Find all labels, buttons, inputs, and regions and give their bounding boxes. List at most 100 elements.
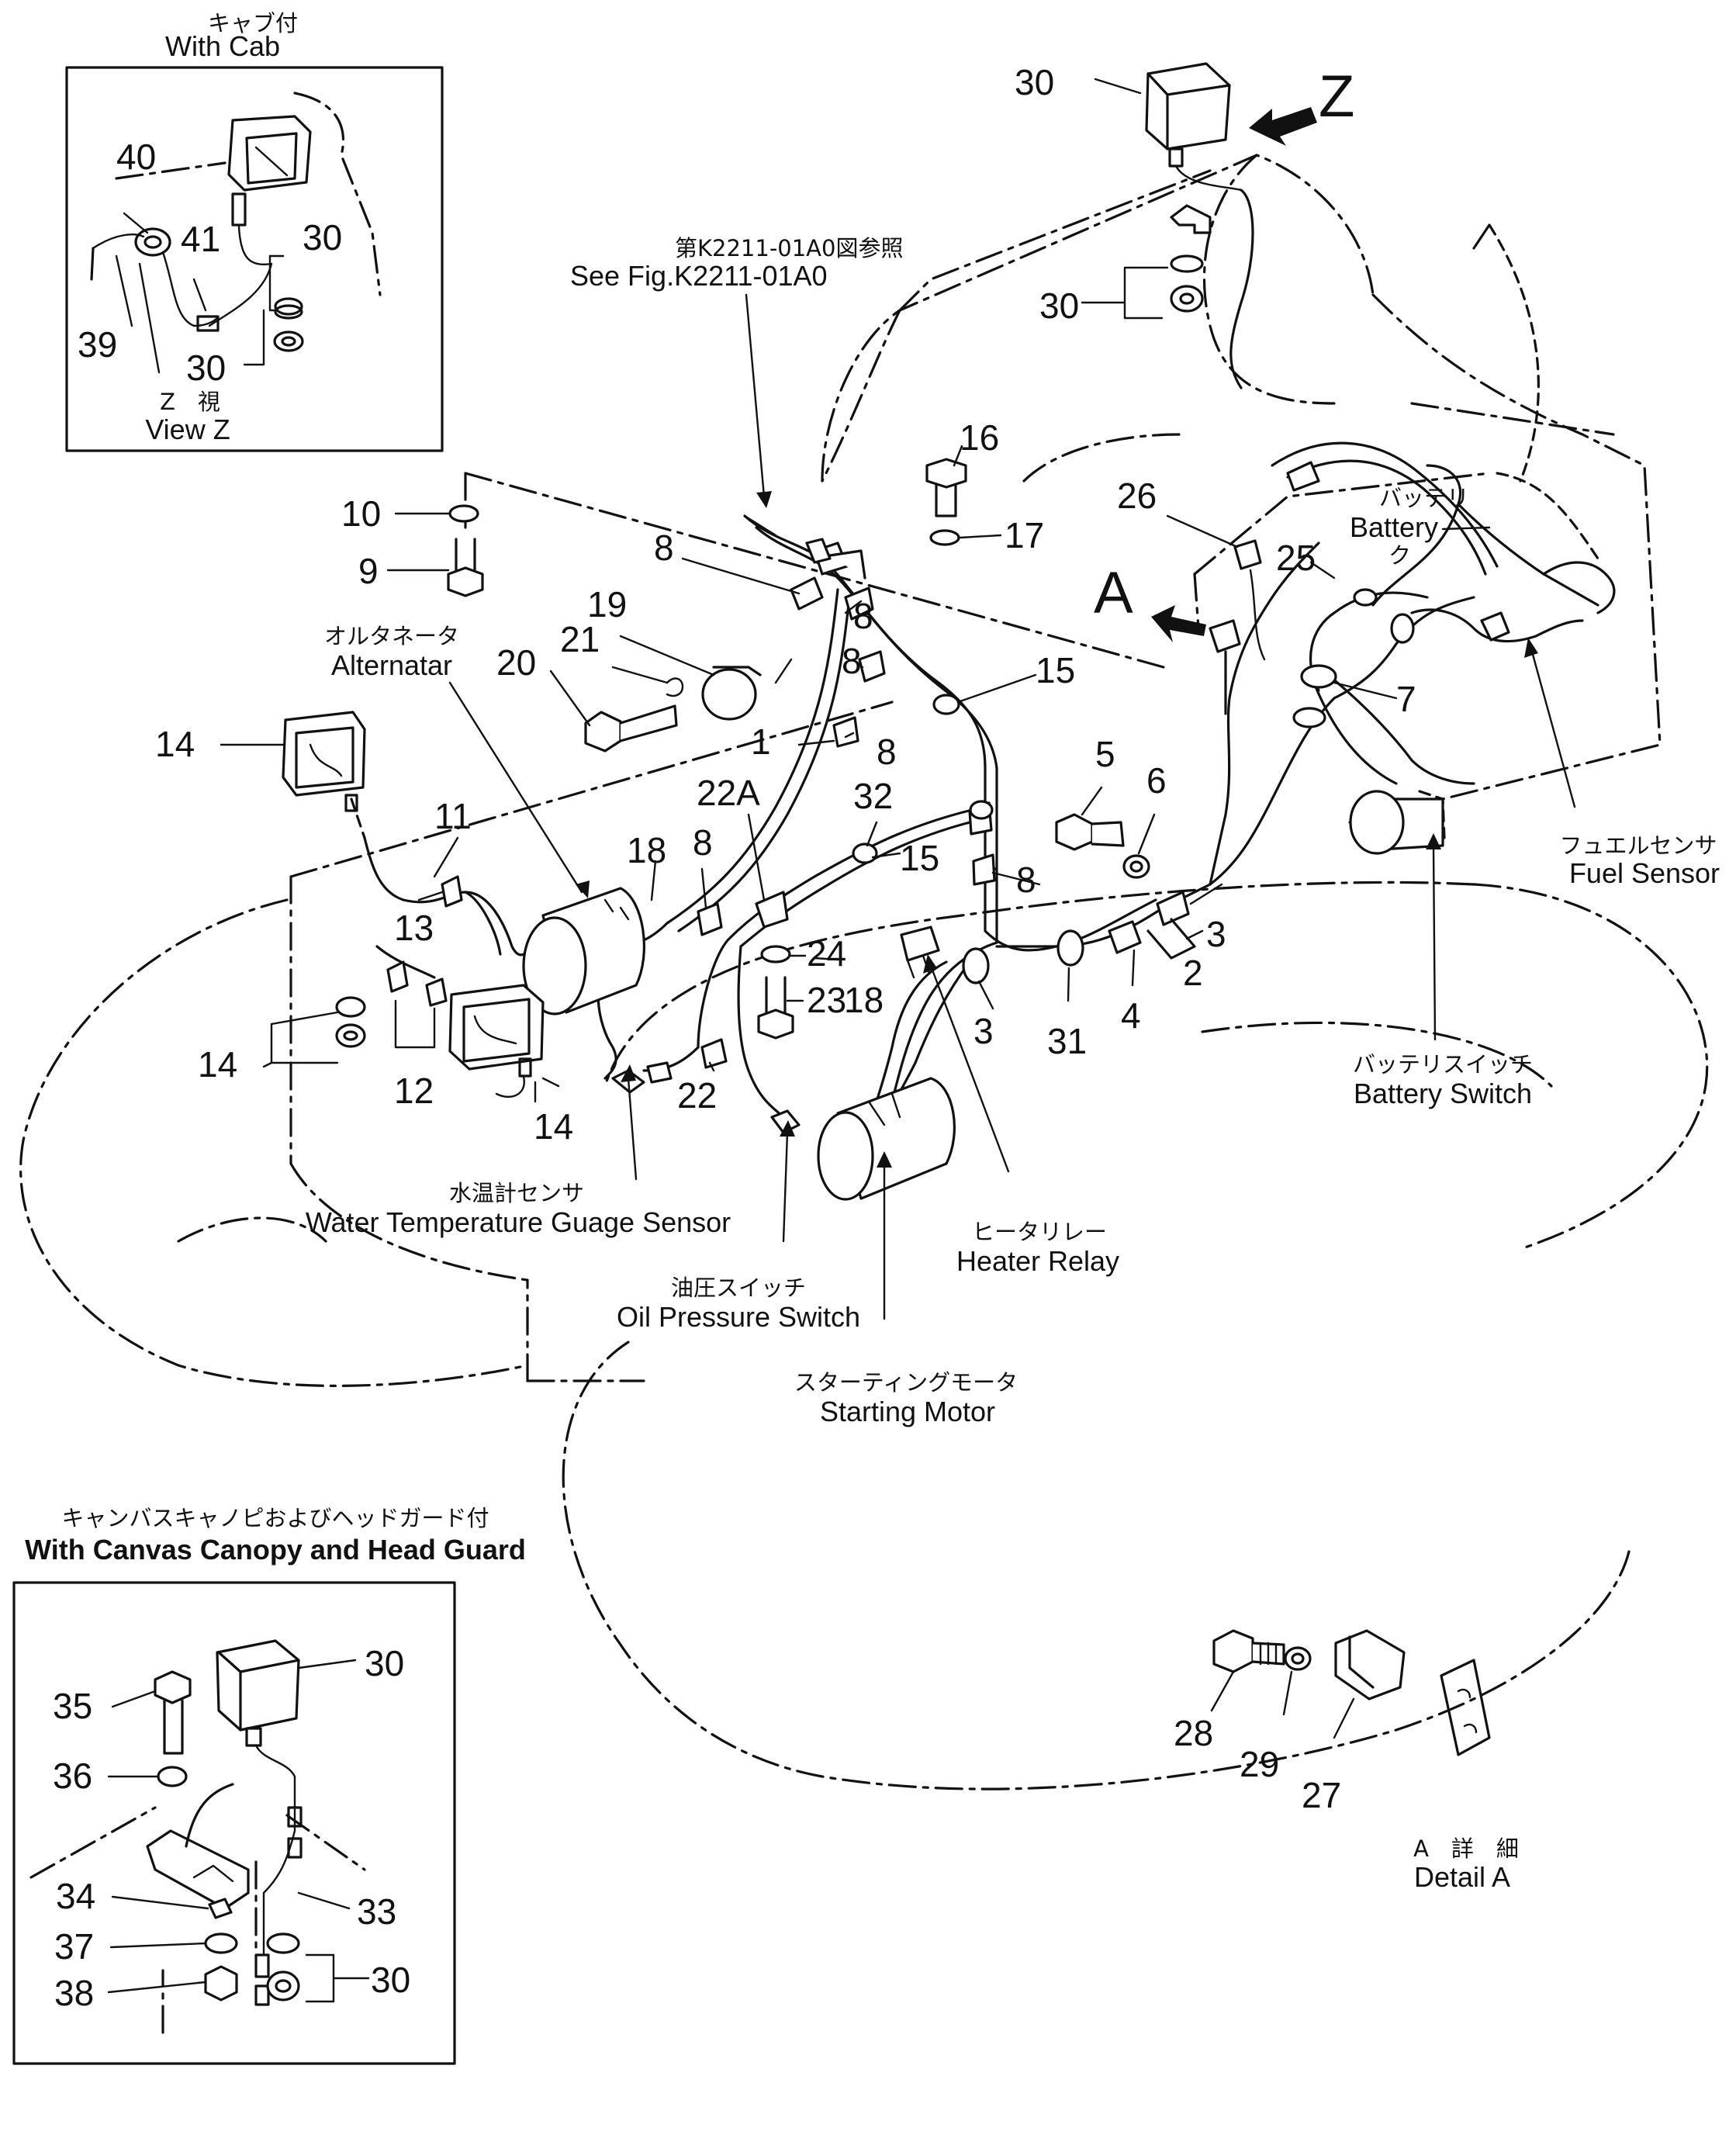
callout-17: 17: [1005, 515, 1044, 555]
oil-pressure-label-jp: 油圧スイッチ: [671, 1275, 806, 1301]
with-cab-title-jp: キャブ付: [208, 10, 298, 36]
water-temp-label-en: Water Temperature Guage Sensor: [306, 1206, 731, 1238]
heater-relay-label-jp: ヒータリレー: [972, 1219, 1107, 1245]
callout-13: 13: [394, 908, 434, 948]
callout-30-cab-b: 30: [186, 348, 226, 388]
lamp-14b-icon: [448, 984, 545, 1098]
callout-41: 41: [181, 219, 220, 259]
arrow-a-icon: [1151, 605, 1206, 642]
callout-9: 9: [358, 551, 379, 591]
starting-motor-icon: [817, 1077, 956, 1201]
callout-2: 2: [1183, 953, 1203, 993]
detail-a: 28 29 27 A 詳 細 Detail A: [1174, 1629, 1519, 1893]
callout-16: 16: [960, 417, 999, 458]
callout-30-cab-a: 30: [303, 217, 342, 258]
marker-a: A: [1094, 560, 1133, 626]
callout-26: 26: [1117, 476, 1157, 516]
grommet-icon: [134, 227, 171, 257]
battery-switch-label-jp: バッテリスイッチ: [1353, 1051, 1533, 1078]
callout-15-b: 15: [900, 838, 939, 878]
reference-jp: 第K2211-01A0図参照: [675, 235, 903, 261]
callout-6: 6: [1146, 760, 1167, 801]
leader-lines: [220, 445, 1576, 1320]
reference-en: See Fig.K2211-01A0: [570, 260, 828, 292]
callout-4: 4: [1121, 995, 1141, 1036]
fuel-sensor-icon: [1480, 611, 1510, 642]
alternator-icon: [522, 887, 645, 1015]
callout-10: 10: [341, 493, 381, 534]
bolt-5-icon: [1055, 813, 1150, 879]
callout-30-canopy-a: 30: [365, 1643, 404, 1683]
view-z-en: View Z: [145, 413, 230, 445]
callout-30-top: 30: [1015, 62, 1054, 102]
battery-switch-icon: [1349, 790, 1446, 855]
callout-14-c: 14: [534, 1106, 573, 1147]
callout-38: 38: [54, 1973, 94, 2013]
callout-8-c: 8: [842, 641, 862, 681]
callout-22: 22: [677, 1075, 717, 1116]
battery-label-extra: ク: [1388, 542, 1411, 569]
relay-26-icon: [1233, 539, 1266, 661]
component-labels: オルタネータ Alternatar バッテリ Battery ク フュエルセンサ…: [306, 485, 1720, 1427]
lamp-icon: [227, 115, 312, 227]
callout-37: 37: [54, 1926, 94, 1967]
view-z-jp: Z 視: [160, 389, 220, 415]
callout-30-mid: 30: [1039, 285, 1079, 326]
bolt-icon: [584, 704, 678, 753]
bolt-9-icon: [447, 504, 484, 597]
callout-8-d: 8: [877, 732, 897, 772]
callout-5: 5: [1095, 734, 1115, 774]
detail-a-label-en: Detail A: [1414, 1861, 1510, 1893]
with-cab-title-en: With Cab: [165, 30, 280, 62]
starting-motor-label-en: Starting Motor: [820, 1396, 995, 1427]
callout-15-a: 15: [1036, 650, 1075, 690]
battery-switch-label-en: Battery Switch: [1354, 1078, 1532, 1109]
callout-7: 7: [1396, 679, 1416, 719]
callout-8-e: 8: [1016, 860, 1036, 900]
water-temp-sensor-icon: [611, 1061, 673, 1094]
callout-33: 33: [357, 1891, 396, 1932]
callout-24: 24: [807, 933, 846, 974]
callout-35: 35: [53, 1686, 92, 1726]
callouts: 16 17 26 25 10 9 8 8 8 8 8 19 21 20 15 1…: [155, 417, 1416, 1147]
marker-z: Z: [1319, 64, 1354, 130]
inset-with-cab: キャブ付 With Cab 40 41 30: [65, 10, 444, 452]
fuel-sensor-label-jp: フュエルセンサ: [1559, 832, 1717, 859]
alternator-label-en: Alternatar: [331, 649, 452, 681]
callout-21: 21: [560, 619, 600, 659]
inset-canopy: キャンバスキャノピおよびヘッドガード付 With Canvas Canopy a…: [12, 1505, 526, 2065]
arrow-z-icon: [1249, 107, 1317, 146]
water-temp-label-jp: 水温計センサ: [449, 1180, 584, 1206]
callout-8-b: 8: [853, 596, 873, 636]
canopy-title-en: With Canvas Canopy and Head Guard: [25, 1534, 526, 1566]
alternator-label-jp: オルタネータ: [324, 623, 459, 649]
callout-40: 40: [116, 137, 156, 177]
oil-pressure-switch-icon: [770, 1109, 801, 1134]
starting-motor-label-jp: スターティングモータ: [794, 1369, 1018, 1396]
callout-27: 27: [1302, 1775, 1341, 1815]
machine-outline: [19, 154, 1709, 1790]
callout-12: 12: [394, 1071, 434, 1111]
callout-14-a: 14: [155, 724, 195, 764]
bolt-23-icon: [757, 945, 794, 1040]
callout-14-b: 14: [198, 1044, 237, 1085]
callout-20: 20: [496, 642, 536, 683]
oil-pressure-label-en: Oil Pressure Switch: [617, 1301, 860, 1333]
callout-36: 36: [53, 1756, 92, 1796]
callout-28: 28: [1174, 1713, 1213, 1753]
battery-label-jp: バッテリ: [1379, 485, 1469, 511]
callout-1: 1: [751, 721, 771, 762]
callout-19: 19: [587, 584, 627, 624]
callout-3-a: 3: [1206, 914, 1226, 954]
callout-3-b: 3: [973, 1011, 994, 1051]
detail-a-label-jp: A 詳 細: [1413, 1835, 1519, 1862]
callout-39: 39: [78, 324, 117, 365]
callout-31: 31: [1047, 1021, 1087, 1061]
work-lamp-top: [1145, 62, 1243, 313]
callout-23: 23: [807, 980, 846, 1020]
callout-29: 29: [1240, 1744, 1279, 1784]
battery-label-en: Battery: [1350, 511, 1438, 543]
callout-25: 25: [1276, 538, 1316, 578]
callout-22a: 22A: [697, 773, 760, 813]
